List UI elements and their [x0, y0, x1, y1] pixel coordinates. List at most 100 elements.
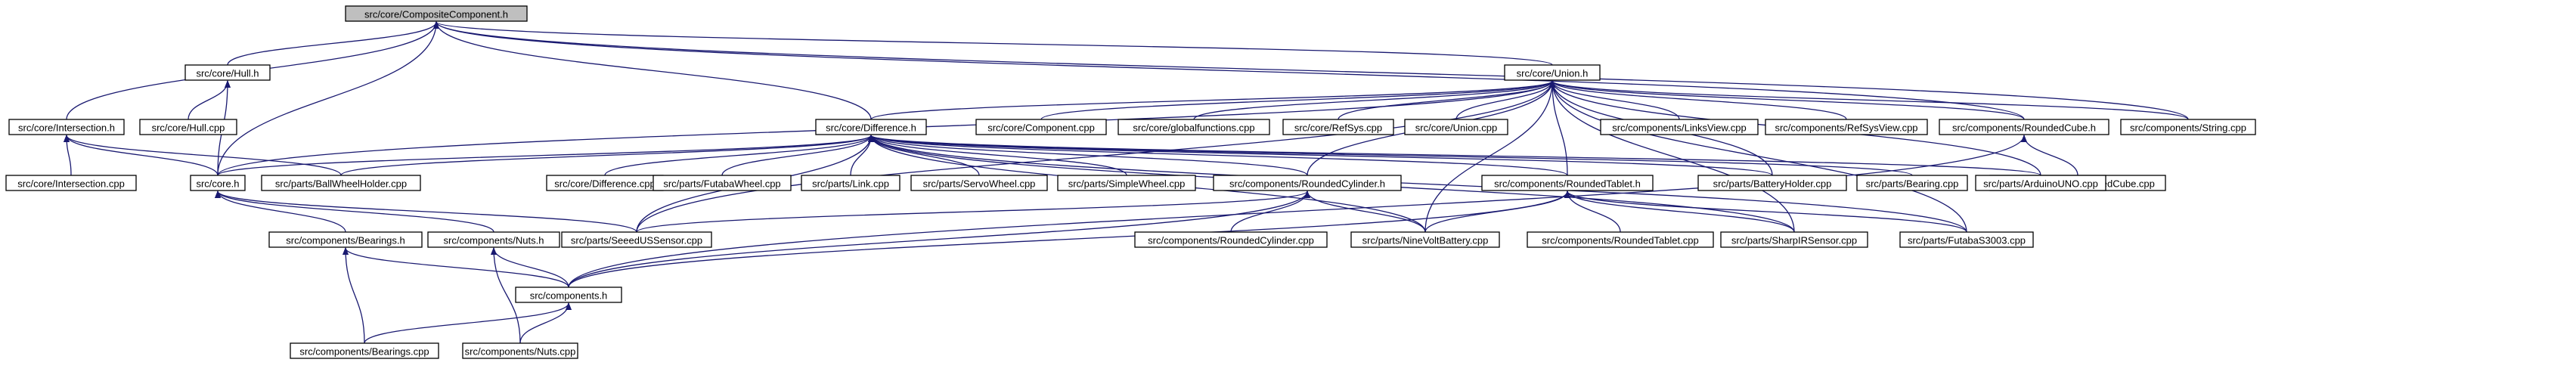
node-bearings-h[interactable]: src/components/Bearings.h	[268, 231, 423, 248]
node-nuts-h[interactable]: src/components/Nuts.h	[427, 231, 560, 248]
node-simplewheel-cpp[interactable]: src/parts/SimpleWheel.cpp	[1057, 175, 1196, 191]
node-box	[5, 175, 137, 191]
node-label: src/core/Intersection.h	[18, 122, 115, 134]
node-roundedtablet-cpp[interactable]: src/components/RoundedTablet.cpp	[1527, 231, 1714, 248]
edge-core-h-to-inter-h	[64, 135, 219, 176]
node-refsysview-cpp[interactable]: src/components/RefSysView.cpp	[1765, 119, 1928, 135]
edge-components-h-to-roundedtablet-h	[568, 190, 1570, 288]
node-label: src/core/Union.h	[1517, 68, 1589, 79]
node-label: src/components/RoundedCube.h	[1952, 122, 2096, 134]
node-arduinouno-cpp[interactable]: src/parts/ArduinoUNO.cpp	[1975, 175, 2106, 191]
edge-sharpirsensor-cpp-to-union-h	[1549, 80, 1795, 233]
node-box	[1697, 175, 1847, 191]
node-box	[515, 287, 622, 303]
node-box	[1527, 231, 1714, 248]
node-label: src/core/Intersection.cpp	[17, 178, 125, 190]
edge-hull-cpp-to-hull-h	[188, 80, 231, 120]
node-globalfunctions-cpp[interactable]: src/core/globalfunctions.cpp	[1118, 119, 1270, 135]
node-roundedcube-h[interactable]: src/components/RoundedCube.h	[1939, 119, 2109, 135]
edge-arduinouno-cpp-to-difference-h	[868, 135, 2041, 176]
node-bearings-cpp[interactable]: src/components/Bearings.cpp	[290, 342, 439, 359]
node-box	[8, 119, 125, 135]
node-refsys-cpp[interactable]: src/core/RefSys.cpp	[1282, 119, 1394, 135]
edge-globalfunctions-cpp-to-union-h	[1193, 80, 1555, 120]
edge-roundedcylinder-h-to-difference-h	[868, 135, 1308, 176]
node-label: src/core/Hull.cpp	[152, 122, 225, 134]
node-inter-h[interactable]: src/core/Intersection.h	[8, 119, 125, 135]
node-roundedtablet-h[interactable]: src/components/RoundedTablet.h	[1481, 175, 1654, 191]
dependency-edges	[64, 21, 2189, 344]
node-box	[1600, 119, 1759, 135]
node-ninevoltbattery-cpp[interactable]: src/parts/NineVoltBattery.cpp	[1350, 231, 1500, 248]
node-label: src/components/RoundedTablet.h	[1494, 178, 1641, 190]
node-string-cpp[interactable]: src/components/String.cpp	[2120, 119, 2256, 135]
node-box	[561, 231, 712, 248]
node-batteryholder-cpp[interactable]: src/parts/BatteryHolder.cpp	[1697, 175, 1847, 191]
node-label: src/core/Hull.h	[196, 68, 259, 79]
node-label: src/components/LinksView.cpp	[1612, 122, 1747, 134]
node-nuts-cpp[interactable]: src/components/Nuts.cpp	[462, 342, 578, 359]
file-nodes: src/core/CompositeComponent.h src/core/Hu…	[5, 5, 2256, 359]
node-box	[1481, 175, 1654, 191]
edge-bearings-cpp-to-bearings-h	[343, 247, 365, 344]
edge-hull-h-to-root	[227, 21, 439, 66]
node-inter-cpp[interactable]: src/core/Intersection.cpp	[5, 175, 137, 191]
node-box	[1134, 231, 1328, 248]
node-futabawheel-cpp[interactable]: src/parts/FutabaWheel.cpp	[653, 175, 792, 191]
edge-roundedcube-h-to-root	[433, 21, 2025, 120]
edge-batteryholder-cpp-to-difference-h	[868, 135, 1773, 176]
node-sharpirsensor-cpp[interactable]: src/parts/SharpIRSensor.cpp	[1720, 231, 1868, 248]
node-hull-h[interactable]: src/core/Hull.h	[184, 64, 271, 81]
node-label: src/core.h	[196, 178, 239, 190]
node-box	[1765, 119, 1928, 135]
node-label: src/components/Bearings.h	[286, 235, 405, 246]
node-union-h[interactable]: src/core/Union.h	[1504, 64, 1601, 81]
node-box	[1899, 231, 2034, 248]
node-seeedussensor-cpp[interactable]: src/parts/SeeedUSSensor.cpp	[561, 231, 712, 248]
edge-refsysview-cpp-to-union-h	[1549, 80, 1847, 120]
edge-difference-h-to-union-h	[870, 80, 1555, 120]
node-label: src/components/Nuts.h	[444, 235, 544, 246]
node-union-cpp[interactable]: src/core/Union.cpp	[1404, 119, 1508, 135]
node-difference-cpp[interactable]: src/core/Difference.cpp	[546, 175, 664, 191]
node-label: src/parts/Bearing.cpp	[1866, 178, 1959, 190]
edge-seeedussensor-cpp-to-roundedcylinder-h	[636, 190, 1310, 233]
edge-seeedussensor-cpp-to-core-h	[215, 190, 637, 233]
node-label: src/parts/BatteryHolder.cpp	[1713, 178, 1832, 190]
node-futabas3003-cpp[interactable]: src/parts/FutabaS3003.cpp	[1899, 231, 2034, 248]
node-ballwheelholder-cpp[interactable]: src/parts/BallWheelHolder.cpp	[261, 175, 421, 191]
node-box	[139, 119, 237, 135]
node-hull-cpp[interactable]: src/core/Hull.cpp	[139, 119, 237, 135]
node-linksview-cpp[interactable]: src/components/LinksView.cpp	[1600, 119, 1759, 135]
node-difference-h[interactable]: src/core/Difference.h	[815, 119, 927, 135]
edge-nuts-h-to-core-h	[215, 190, 494, 233]
node-bearing-cpp[interactable]: src/parts/Bearing.cpp	[1856, 175, 1968, 191]
node-label: src/components/RoundedTablet.cpp	[1542, 235, 1698, 246]
node-box	[1118, 119, 1270, 135]
node-servowheel-cpp[interactable]: src/parts/ServoWheel.cpp	[910, 175, 1048, 191]
node-core-h[interactable]: src/core.h	[190, 175, 246, 191]
node-label: src/parts/SimpleWheel.cpp	[1068, 178, 1186, 190]
node-component-cpp[interactable]: src/core/Component.cpp	[975, 119, 1107, 135]
node-roundedcylinder-cpp[interactable]: src/components/RoundedCylinder.cpp	[1134, 231, 1328, 248]
node-components-h[interactable]: src/components.h	[515, 287, 622, 303]
edge-futabas3003-cpp-to-roundedtablet-h	[1564, 190, 1967, 233]
node-label: src/parts/BallWheelHolder.cpp	[275, 178, 407, 190]
node-box	[815, 119, 927, 135]
node-box	[268, 231, 423, 248]
node-label: src/parts/NineVoltBattery.cpp	[1362, 235, 1489, 246]
edge-linksview-cpp-to-union-h	[1549, 80, 1680, 120]
node-label: src/core/CompositeComponent.h	[364, 9, 508, 20]
node-roundedcylinder-h[interactable]: src/components/RoundedCylinder.h	[1213, 175, 1402, 191]
node-box	[184, 64, 271, 81]
node-box	[1282, 119, 1394, 135]
edge-components-h-to-roundedcylinder-h	[568, 190, 1310, 288]
node-root[interactable]: src/core/CompositeComponent.h	[345, 5, 528, 22]
node-label: src/components/Bearings.cpp	[299, 346, 429, 358]
edge-roundedcube-cpp-to-roundedcube-h	[2021, 135, 2078, 176]
node-box	[1057, 175, 1196, 191]
edge-bearings-cpp-to-components-h	[364, 302, 572, 344]
node-label: src/core/globalfunctions.cpp	[1133, 122, 1254, 134]
node-link-cpp[interactable]: src/parts/Link.cpp	[801, 175, 901, 191]
edge-ninevoltbattery-cpp-to-union-h	[1424, 80, 1555, 233]
